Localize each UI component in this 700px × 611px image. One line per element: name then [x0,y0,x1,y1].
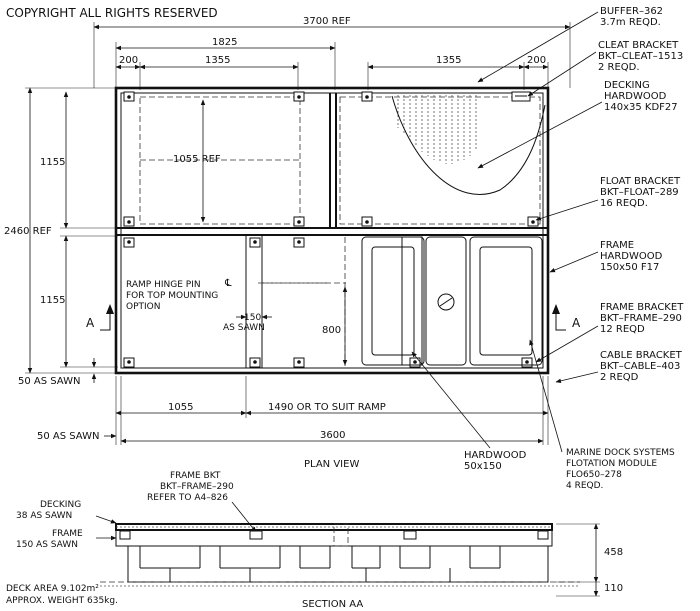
frame-bkt-label-2: BKT–FRAME–290 [160,482,234,492]
cable-bracket-label-3: 2 REQD [600,372,639,383]
bung-icon [437,293,455,311]
decking-section-label-2: 38 AS SAWN [16,511,72,521]
cleat-bracket-label-3: 2 REQD. [598,62,640,73]
hardwood-label-2: 50x150 [464,461,502,472]
dim-150-as-sawn: AS SAWN [223,323,265,333]
dim-1155-top: 1155 [40,157,65,168]
flotation-label-4: 4 REQD. [566,481,603,491]
frame-bracket-label-2: BKT–FRAME–290 [600,313,682,324]
decking-label-2: HARDWOOD [604,91,667,102]
frame-label-3: 150x50 F17 [600,262,659,273]
dim-3700-ref: 3700 REF [303,16,351,27]
decking-label-3: 140x35 KDF27 [604,102,678,113]
hardwood-label-1: HARDWOOD [464,450,527,461]
cleat-bracket-label-1: CLEAT BRACKET [598,40,679,51]
dim-110: 110 [604,583,623,594]
dim-800: 800 [322,325,341,336]
dim-200-left: 200 [119,55,138,66]
ramp-hinge-label-1: RAMP HINGE PIN [126,280,201,290]
dim-150: 150 [244,313,261,323]
dim-1355-right: 1355 [436,55,461,66]
cable-bracket-label-2: BKT–CABLE–403 [600,361,680,372]
decking-label-1: DECKING [604,80,650,91]
plan-view-title: PLAN VIEW [304,459,359,470]
buffer-label-2: 3.7m REQD. [600,17,661,28]
dim-1155-bottom: 1155 [40,295,65,306]
left-dimensions: 2460 REF 1155 1155 50 AS SAWN [4,87,118,387]
flotation-label-2: FLOTATION MODULE [566,459,657,469]
centerline-symbol: ℄ [224,278,232,289]
dim-200-right: 200 [527,55,546,66]
dim-1355-left: 1355 [205,55,230,66]
dim-50-as-sawn-a: 50 AS SAWN [18,376,80,387]
frame-label-2: HARDWOOD [600,251,663,262]
decking-section-label-1: DECKING [40,500,81,510]
flotation-modules [361,236,543,366]
copyright-text: COPYRIGHT ALL RIGHTS RESERVED [6,6,218,20]
ramp-hinge-label-3: OPTION [126,302,160,312]
dim-2460-ref: 2460 REF [4,226,52,237]
section-marker-right: A [572,316,581,330]
ramp-hinge-label-2: FOR TOP MOUNTING [126,291,218,301]
frame-bkt-label-3: REFER TO A4–826 [147,493,228,503]
frame-label-1: FRAME [600,240,634,251]
section-view-title: SECTION AA [302,599,363,610]
dim-3600: 3600 [320,430,345,441]
frame-bracket-label-1: FRAME BRACKET [600,302,684,313]
flotation-label-3: FLO650–278 [566,470,622,480]
float-brackets [123,91,539,368]
frame-section-label-2: 150 AS SAWN [16,540,78,550]
float-bracket-label-2: BKT–FLOAT–289 [600,187,679,198]
frame-bracket-label-3: 12 REQD [600,324,645,335]
dim-1825: 1825 [212,37,237,48]
dim-1055-ref: 1055 REF [173,154,221,165]
float-bracket-label-3: 16 REQD. [600,198,648,209]
frame-bkt-label-1: FRAME BKT [170,471,221,481]
section-marker-left: A [86,316,95,330]
plan-view: 1055 REF [114,86,550,375]
approx-weight-text: APPROX. WEIGHT 635kg. [6,596,118,606]
bottom-dimensions: 1055 1490 OR TO SUIT RAMP 3600 50 AS SAW… [37,376,549,445]
cable-bracket-label-1: CABLE BRACKET [600,350,683,361]
dim-50-as-sawn-b: 50 AS SAWN [37,431,99,442]
dim-458: 458 [604,547,623,558]
deck-area-text: DECK AREA 9.102m² [6,584,99,594]
decking-hatch [391,95,546,195]
dim-1490: 1490 OR TO SUIT RAMP [268,402,386,413]
section-aa: FRAME BKT BKT–FRAME–290 REFER TO A4–826 … [6,471,623,610]
float-bracket-label-1: FLOAT BRACKET [600,176,681,187]
top-dimensions: 3700 REF 1825 200 1355 1355 200 [93,16,571,90]
section-markers: A A [86,304,581,331]
cleat-bracket-label-2: BKT–CLEAT–1513 [598,51,683,62]
frame-section-label-1: FRAME [52,529,83,539]
buffer-label-1: BUFFER–362 [600,6,663,17]
callouts: BUFFER–362 3.7m REQD. CLEAT BRACKET BKT–… [411,6,684,491]
flotation-label-1: MARINE DOCK SYSTEMS [566,448,675,458]
dim-1055: 1055 [168,402,193,413]
